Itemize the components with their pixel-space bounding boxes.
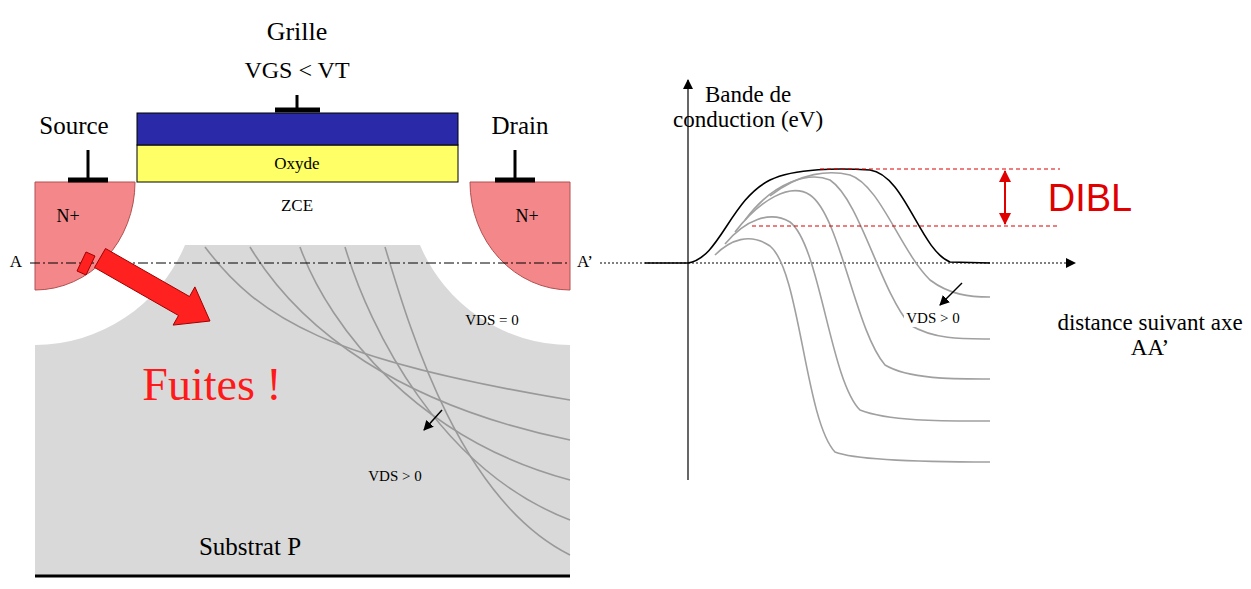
gate-voltage: VGS < VT bbox=[244, 57, 349, 83]
drain-title: Drain bbox=[492, 112, 549, 140]
dibl-label: DIBL bbox=[1048, 178, 1132, 220]
gate-electrode bbox=[137, 113, 458, 145]
dibl-arrow bbox=[1004, 198, 1006, 224]
leak-arrow bbox=[95, 249, 211, 326]
leak-label: Fuites ! bbox=[142, 360, 281, 411]
vds-arrow bbox=[424, 410, 442, 430]
doping-text: N+ bbox=[56, 207, 79, 227]
axis-title: Bande de conduction (eV) bbox=[653, 82, 843, 133]
axis-end-label: A bbox=[10, 253, 22, 272]
gate-title: Grille bbox=[267, 18, 328, 47]
vds-arrow bbox=[940, 283, 962, 305]
contacts bbox=[68, 95, 535, 180]
zce-label: ZCE bbox=[281, 197, 313, 216]
substrate-text: Substrat P bbox=[199, 533, 301, 561]
source-title: Source bbox=[39, 112, 108, 140]
voltage-label: VDS = 0 bbox=[465, 312, 518, 329]
axis-end-label: A’ bbox=[577, 253, 593, 272]
substrate-contact bbox=[35, 575, 570, 578]
zce-region bbox=[35, 182, 570, 575]
doping-text: N+ bbox=[515, 207, 538, 227]
axis-title: distance suivant axe AA’ bbox=[1055, 310, 1245, 361]
band-curves bbox=[715, 173, 990, 462]
drain-n-plus bbox=[470, 182, 570, 290]
dibl-levels bbox=[752, 169, 1060, 226]
gate-node: GrilleVGS < VT bbox=[137, 113, 458, 145]
oxide-node: Oxyde bbox=[137, 145, 458, 182]
voltage-label: VDS > 0 bbox=[366, 468, 423, 485]
drain-node: DrainN+ bbox=[470, 182, 570, 290]
substrate-node: Substrat P bbox=[35, 245, 570, 575]
oxide-layer bbox=[137, 145, 458, 182]
dibl-arrow bbox=[1004, 171, 1006, 198]
leak-arrow-tail bbox=[77, 252, 95, 275]
oxide-text: Oxyde bbox=[274, 155, 319, 174]
band-curve-vds0 bbox=[645, 169, 990, 263]
source-node: SourceN+ bbox=[35, 182, 135, 290]
voltage-label: VDS > 0 bbox=[904, 310, 961, 327]
substrate-shape bbox=[35, 245, 570, 575]
energy-axis bbox=[687, 80, 688, 480]
